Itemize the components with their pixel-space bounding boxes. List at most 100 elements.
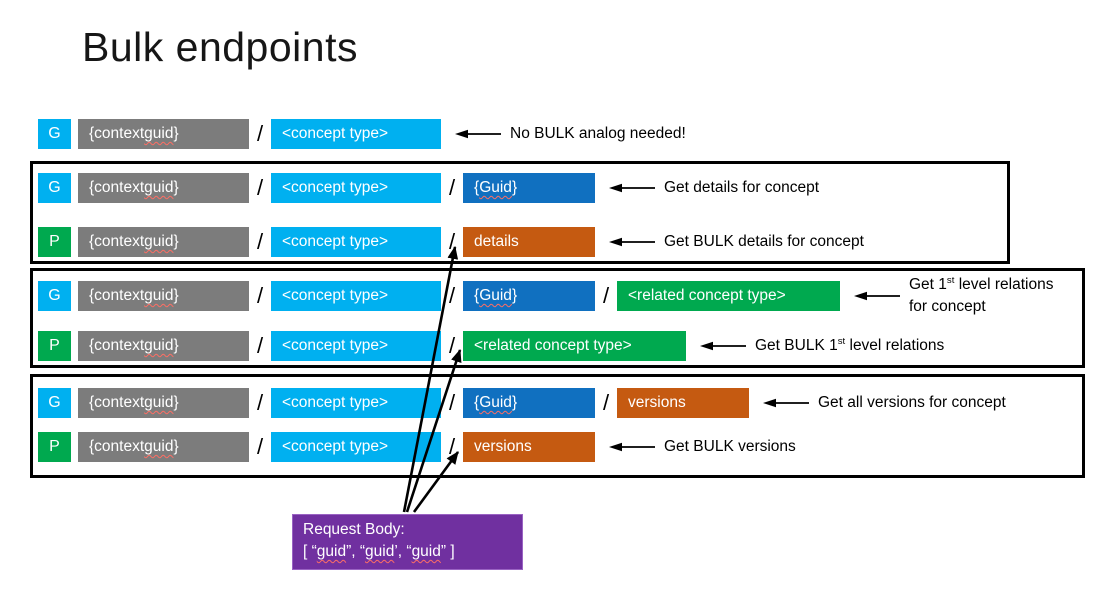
text-part: versions <box>474 438 532 455</box>
annotation: Get BULK details for concept <box>609 231 864 253</box>
annotation-text: Get all versions for concept <box>818 392 1006 414</box>
path-separator: / <box>256 175 264 200</box>
annotation-line: for concept <box>909 296 1053 318</box>
annotation-line: Get BULK versions <box>664 436 796 458</box>
left-arrow-icon <box>609 442 655 452</box>
path-segment-context-guid: {context guid} <box>78 173 249 203</box>
text-part: Get details for concept <box>664 178 820 196</box>
method-chip-get: G <box>38 173 71 203</box>
path-segment-related-concept-type: <related concept type> <box>463 331 686 361</box>
text-part: [ “ <box>303 543 317 560</box>
text-part: Get BULK details for concept <box>664 232 864 250</box>
misspelled-word: Guid <box>479 287 512 304</box>
path-separator: / <box>256 434 264 459</box>
text-part: {context <box>89 287 145 304</box>
method-chip-post: P <box>38 432 71 462</box>
path-separator: / <box>448 434 456 459</box>
endpoint-row-get-relations: G{context guid}/<concept type>/{Guid}/<r… <box>38 275 1053 315</box>
text-part: Get 1 <box>909 275 947 293</box>
text-part: <related concept type> <box>628 287 786 304</box>
misspelled-word: guid <box>144 394 174 411</box>
text-part: level relations <box>954 275 1054 293</box>
text-part: {context <box>89 438 145 455</box>
annotation-text: Get details for concept <box>664 177 819 199</box>
text-part: <concept type> <box>282 394 388 411</box>
text-part: } <box>173 438 179 455</box>
path-separator: / <box>448 333 456 358</box>
endpoint-row-get-concept-details: G{context guid} / <concept type> / {Guid} Get… <box>38 173 819 203</box>
annotation: Get all versions for concept <box>763 392 1006 414</box>
text-part: {context <box>89 179 145 196</box>
misspelled-word: guid <box>365 543 395 560</box>
path-segment-concept-type: <concept type> <box>271 432 441 462</box>
text-part: } <box>173 179 179 196</box>
text-part: <concept type> <box>282 179 388 196</box>
text-part: } <box>173 233 179 250</box>
text-part: Get BULK versions <box>664 437 796 455</box>
text-part: } <box>511 394 518 411</box>
annotation-line: Get BULK 1st level relations <box>755 335 944 357</box>
group-box-versions <box>30 374 1085 478</box>
text-part: { <box>474 179 480 196</box>
text-part: } <box>173 337 179 354</box>
endpoint-row-bulk-versions: P {context guid} / <concept type> / versions G… <box>38 432 796 462</box>
annotation-line: No BULK analog needed! <box>510 123 686 145</box>
misspelled-word: Guid <box>479 179 512 196</box>
annotation: Get BULK 1st level relations <box>700 335 944 357</box>
endpoint-row-bulk-relations: P{context guid}/<concept type>/<related … <box>38 331 944 361</box>
text-part: ”, “ <box>346 543 366 560</box>
path-separator: / <box>256 390 264 415</box>
text-part: { <box>474 394 480 411</box>
method-chip-get: G <box>38 119 71 149</box>
annotation-text: Get BULK details for concept <box>664 231 864 253</box>
text-part: details <box>474 233 519 250</box>
path-segment-concept-type: <concept type> <box>271 119 441 149</box>
annotation-text: No BULK analog needed! <box>510 123 686 145</box>
path-separator: / <box>448 283 456 308</box>
annotation-text: Get BULK 1st level relations <box>755 335 944 357</box>
misspelled-word: guid <box>144 125 174 142</box>
misspelled-word: guid <box>144 287 174 304</box>
path-segment-concept-type: <concept type> <box>271 388 441 418</box>
text-part: <concept type> <box>282 438 388 455</box>
path-separator: / <box>256 283 264 308</box>
path-segment-concept-type: <concept type> <box>271 331 441 361</box>
request-body-callout: Request Body: [ “guid”, “guid’, “guid” ] <box>292 514 523 570</box>
request-body-value: [ “guid”, “guid’, “guid” ] <box>303 541 512 563</box>
misspelled-word: guid <box>144 179 174 196</box>
text-part: {context <box>89 394 145 411</box>
text-part: <related concept type> <box>474 337 632 354</box>
annotation-line: Get BULK details for concept <box>664 231 864 253</box>
path-separator: / <box>256 229 264 254</box>
text-part: No BULK analog needed! <box>510 124 686 142</box>
annotation: Get details for concept <box>609 177 819 199</box>
path-segment-guid: {Guid} <box>463 388 595 418</box>
left-arrow-icon <box>455 129 501 139</box>
text-part: level relations <box>845 336 945 354</box>
left-arrow-icon <box>700 341 746 351</box>
left-arrow-icon <box>854 291 900 301</box>
text-part: Get BULK 1 <box>755 336 838 354</box>
path-separator: / <box>448 175 456 200</box>
endpoint-row-get-versions: G{context guid}/<concept type>/{Guid}/ve… <box>38 388 1006 418</box>
path-separator: / <box>448 229 456 254</box>
misspelled-word: guid <box>144 438 174 455</box>
text-part: st <box>837 335 846 347</box>
method-chip-post: P <box>38 227 71 257</box>
text-part: <concept type> <box>282 287 388 304</box>
text-part: } <box>173 394 179 411</box>
path-segment-context-guid: {context guid} <box>78 281 249 311</box>
annotation-line: Get details for concept <box>664 177 819 199</box>
path-separator: / <box>602 390 610 415</box>
text-part: ’, “ <box>394 543 412 560</box>
method-chip-get: G <box>38 281 71 311</box>
path-segment-context-guid: {context guid} <box>78 119 249 149</box>
misspelled-word: guid <box>316 543 347 560</box>
method-chip-post: P <box>38 331 71 361</box>
text-part: {context <box>89 337 145 354</box>
annotation: Get BULK versions <box>609 436 796 458</box>
text-part: Get all versions for concept <box>818 393 1006 411</box>
annotation: No BULK analog needed! <box>455 123 686 145</box>
text-part: } <box>173 125 179 142</box>
text-part: {context <box>89 125 145 142</box>
